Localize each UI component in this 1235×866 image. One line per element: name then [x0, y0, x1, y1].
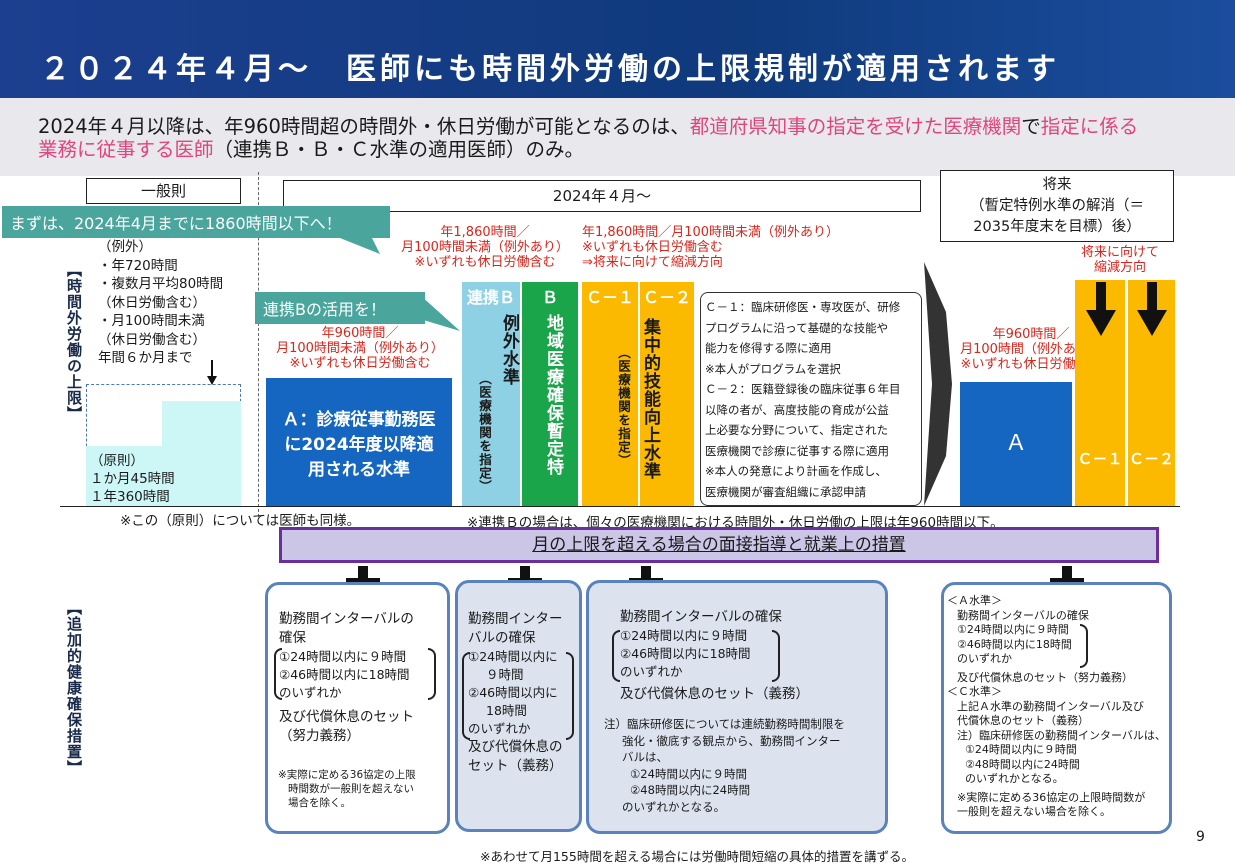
principle-bar	[86, 446, 241, 506]
chevron-right-icon	[924, 262, 952, 506]
a-limit-text: 年960時間／月100時間未満（例外あり）※いずれも休日労働含む	[276, 326, 444, 371]
renkei-b-vertical: 例外水準	[499, 314, 519, 386]
header-future: 将来（暫定特例水準の解消（＝2035年度末を目標）後）	[940, 170, 1174, 242]
health-panel-a	[265, 582, 450, 834]
bracket-right	[772, 630, 780, 682]
intro-line-1: 2024年４月以降は、年960時間超の時間外・休日労働が可能となるのは、都道府県…	[38, 115, 1139, 138]
arrow-down-icon	[207, 360, 217, 385]
footer-note: ※あわせて月155時間を超える場合には労働時間短縮の具体的措置を講ずる。	[480, 849, 914, 864]
bracket-left	[274, 648, 282, 700]
c1-head: Ｃ－１	[585, 288, 634, 307]
future-reduce-text: 将来に向けて縮減方向	[1080, 245, 1159, 275]
level-c1-bar	[582, 282, 638, 506]
header-general: 一般則	[86, 178, 241, 204]
b-head: Ｂ	[541, 288, 558, 307]
bracket-right	[428, 648, 436, 700]
c-limit-text: 年1,860時間／月100時間未満（例外あり）※いずれも休日労働含む⇒将来に向け…	[582, 225, 840, 270]
intro-band	[0, 98, 1235, 176]
bracket-right	[1080, 624, 1088, 668]
renkei-b-head: 連携Ｂ	[466, 288, 515, 307]
level-renkei-b-bar	[462, 282, 520, 506]
side-label-overtime: 【時間外労働の上限】	[65, 262, 83, 422]
bracket-right	[566, 652, 574, 740]
b-vertical: 地域医療確保暫定特	[543, 314, 563, 476]
callout-renkei: 連携Bの活用を！	[255, 292, 425, 324]
interview-guidance-bar: 月の上限を超える場合の面接指導と就業上の措置	[279, 527, 1159, 563]
future-c1-label: Ｃ－１	[1077, 450, 1123, 468]
future-a-bar: Ａ	[960, 382, 1072, 506]
bracket-left	[462, 652, 470, 740]
panel-a-note: ※実際に定める36協定の上限時間数が一般則を超えない場合を除く。	[278, 769, 416, 809]
principle-note: ※この（原則）については医師も同様。	[120, 513, 361, 529]
intro-line-2: 業務に従事する医師（連携Ｂ・Ｂ・Ｃ水準の適用医師）のみ。	[38, 138, 585, 161]
page-title: ２０２４年４月～ 医師にも時間外労働の上限規制が適用されます	[40, 52, 1060, 87]
page-number: 9	[1196, 829, 1205, 845]
b-limit-text: 年1,860時間／月100時間未満（例外あり）※いずれも休日労働含む	[401, 225, 569, 270]
callout-renkei-tail	[420, 295, 460, 331]
health-panel-future	[941, 582, 1172, 834]
side-label-health: 【追加的健康確保措置】	[65, 600, 83, 776]
bracket-left	[612, 630, 620, 682]
c-vertical: 集中的技能向上水準	[640, 318, 660, 480]
header-bar	[0, 0, 1235, 98]
renkei-b-sub: （医療機関を指定）	[477, 372, 492, 494]
level-a-bar: Ａ：診療従事勤務医に2024年度以降適用される水準	[266, 378, 452, 506]
divider-dashed	[258, 172, 259, 517]
level-c2-bar	[640, 282, 694, 506]
c-sub: （医療機関を指定）	[616, 346, 631, 468]
callout-first: まずは、2024年4月までに1860時間以下へ！	[2, 206, 390, 238]
c2-head: Ｃ－２	[642, 288, 691, 307]
health-panel-c	[586, 580, 888, 834]
general-exception-list: （例外）・年720時間・複数月平均80時間（休日労働含む）・月100時間未満（休…	[98, 239, 224, 366]
arrow-down-icon	[1086, 282, 1116, 336]
baseline	[60, 506, 1180, 507]
arrow-down-icon	[1137, 282, 1167, 336]
future-a-limit-text: 年960時間／月100時間（例外あり）※いずれも休日労働含む	[960, 327, 1102, 372]
callout-first-tail	[330, 234, 380, 254]
health-panel-b	[455, 580, 582, 832]
panel-c-note: 注）臨床研修医については連続勤務時間制限を強化・徹底する観点から、勤務間インター…	[604, 717, 845, 814]
c-explanation-box: Ｃ－１：臨床研修医・専攻医が、研修プログラムに沿って基礎的な技能や能力を修得する…	[700, 292, 922, 506]
level-b-bar	[522, 282, 578, 506]
future-c2-label: Ｃ－２	[1128, 450, 1174, 468]
